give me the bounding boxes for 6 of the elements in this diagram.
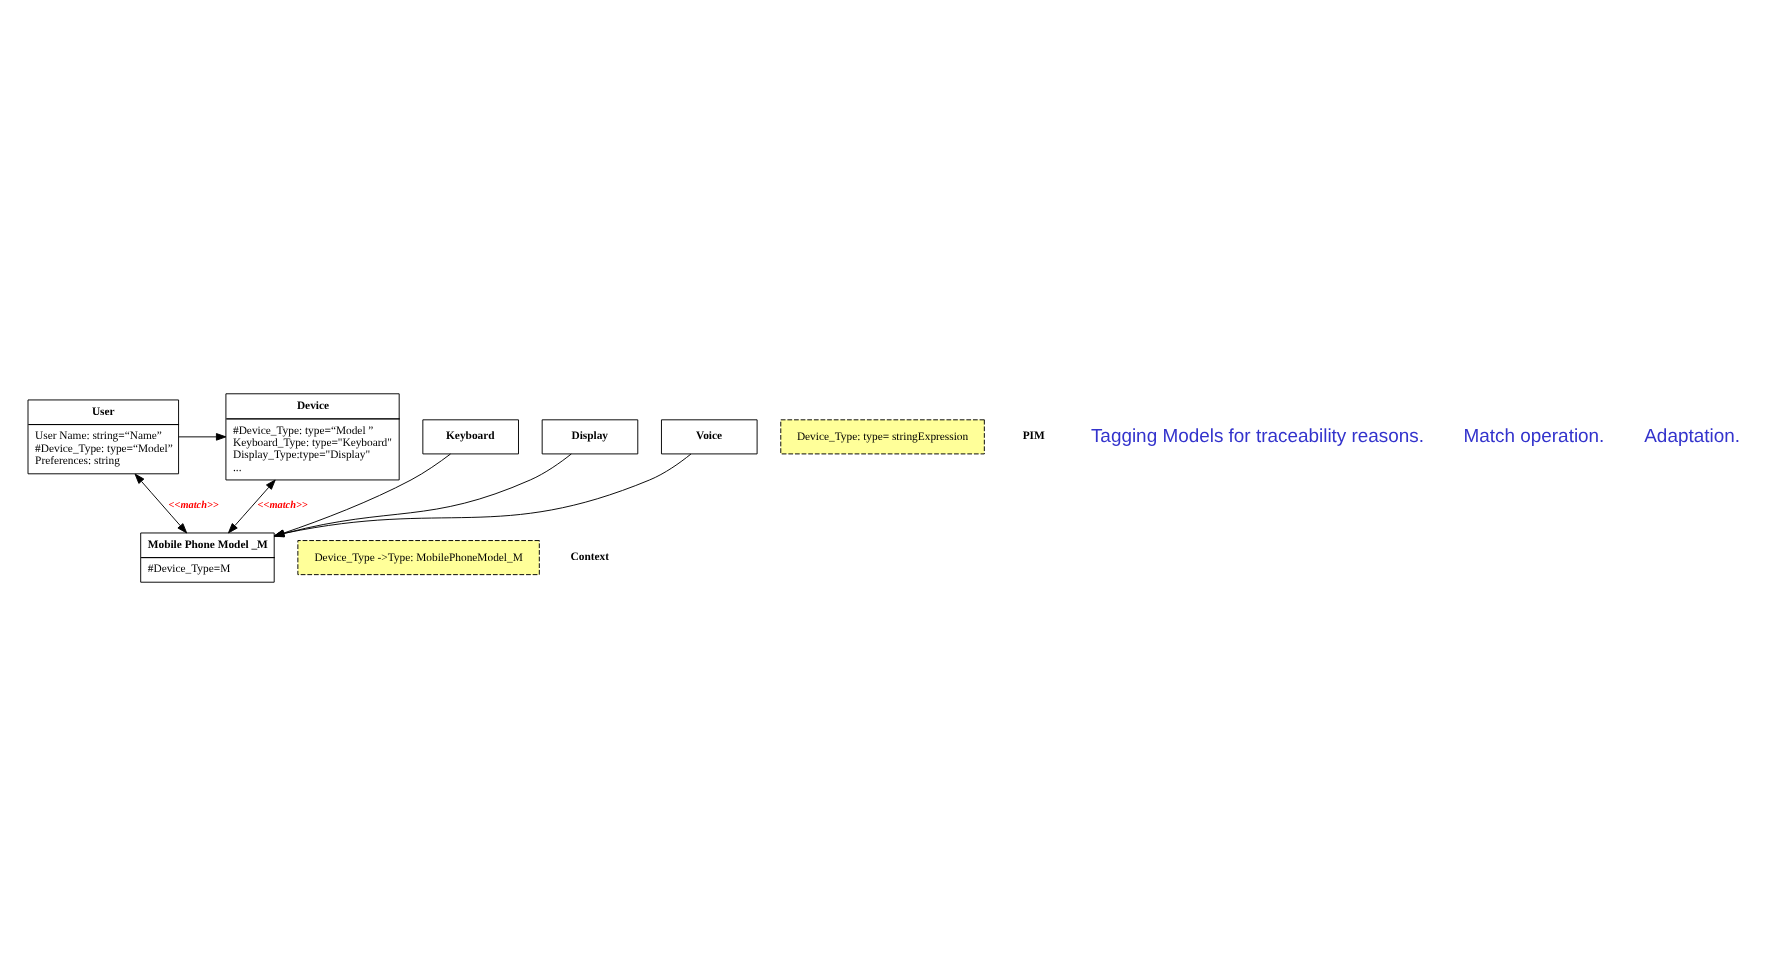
label: Tagging Models for traceability reasons. [1090, 425, 1425, 448]
arrow [178, 433, 227, 441]
label: Adaptation. [1644, 425, 1740, 448]
arrow [134, 473, 188, 534]
label: Match operation. [1463, 425, 1605, 448]
arrow [228, 479, 276, 534]
